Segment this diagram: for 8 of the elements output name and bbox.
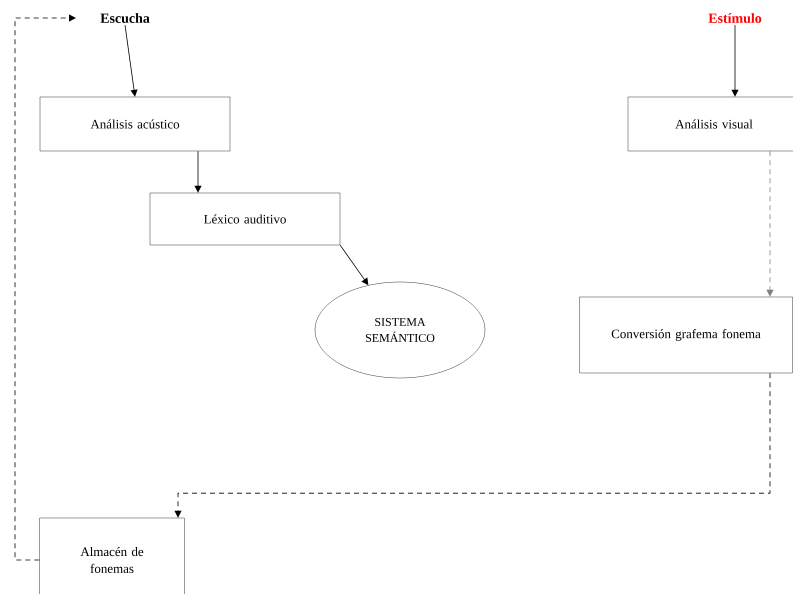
process-box: Léxico auditivo (150, 192, 340, 246)
process-box: Análisis visual (628, 96, 793, 152)
process-box: Análisis acústico (40, 96, 230, 152)
heading: Escucha (100, 13, 150, 23)
heading: Estímulo (708, 13, 762, 23)
arrow (14, 14, 76, 560)
process-box: Conversión grafema fonema (579, 296, 793, 374)
process-box: Almacén de fonemas (39, 518, 185, 594)
